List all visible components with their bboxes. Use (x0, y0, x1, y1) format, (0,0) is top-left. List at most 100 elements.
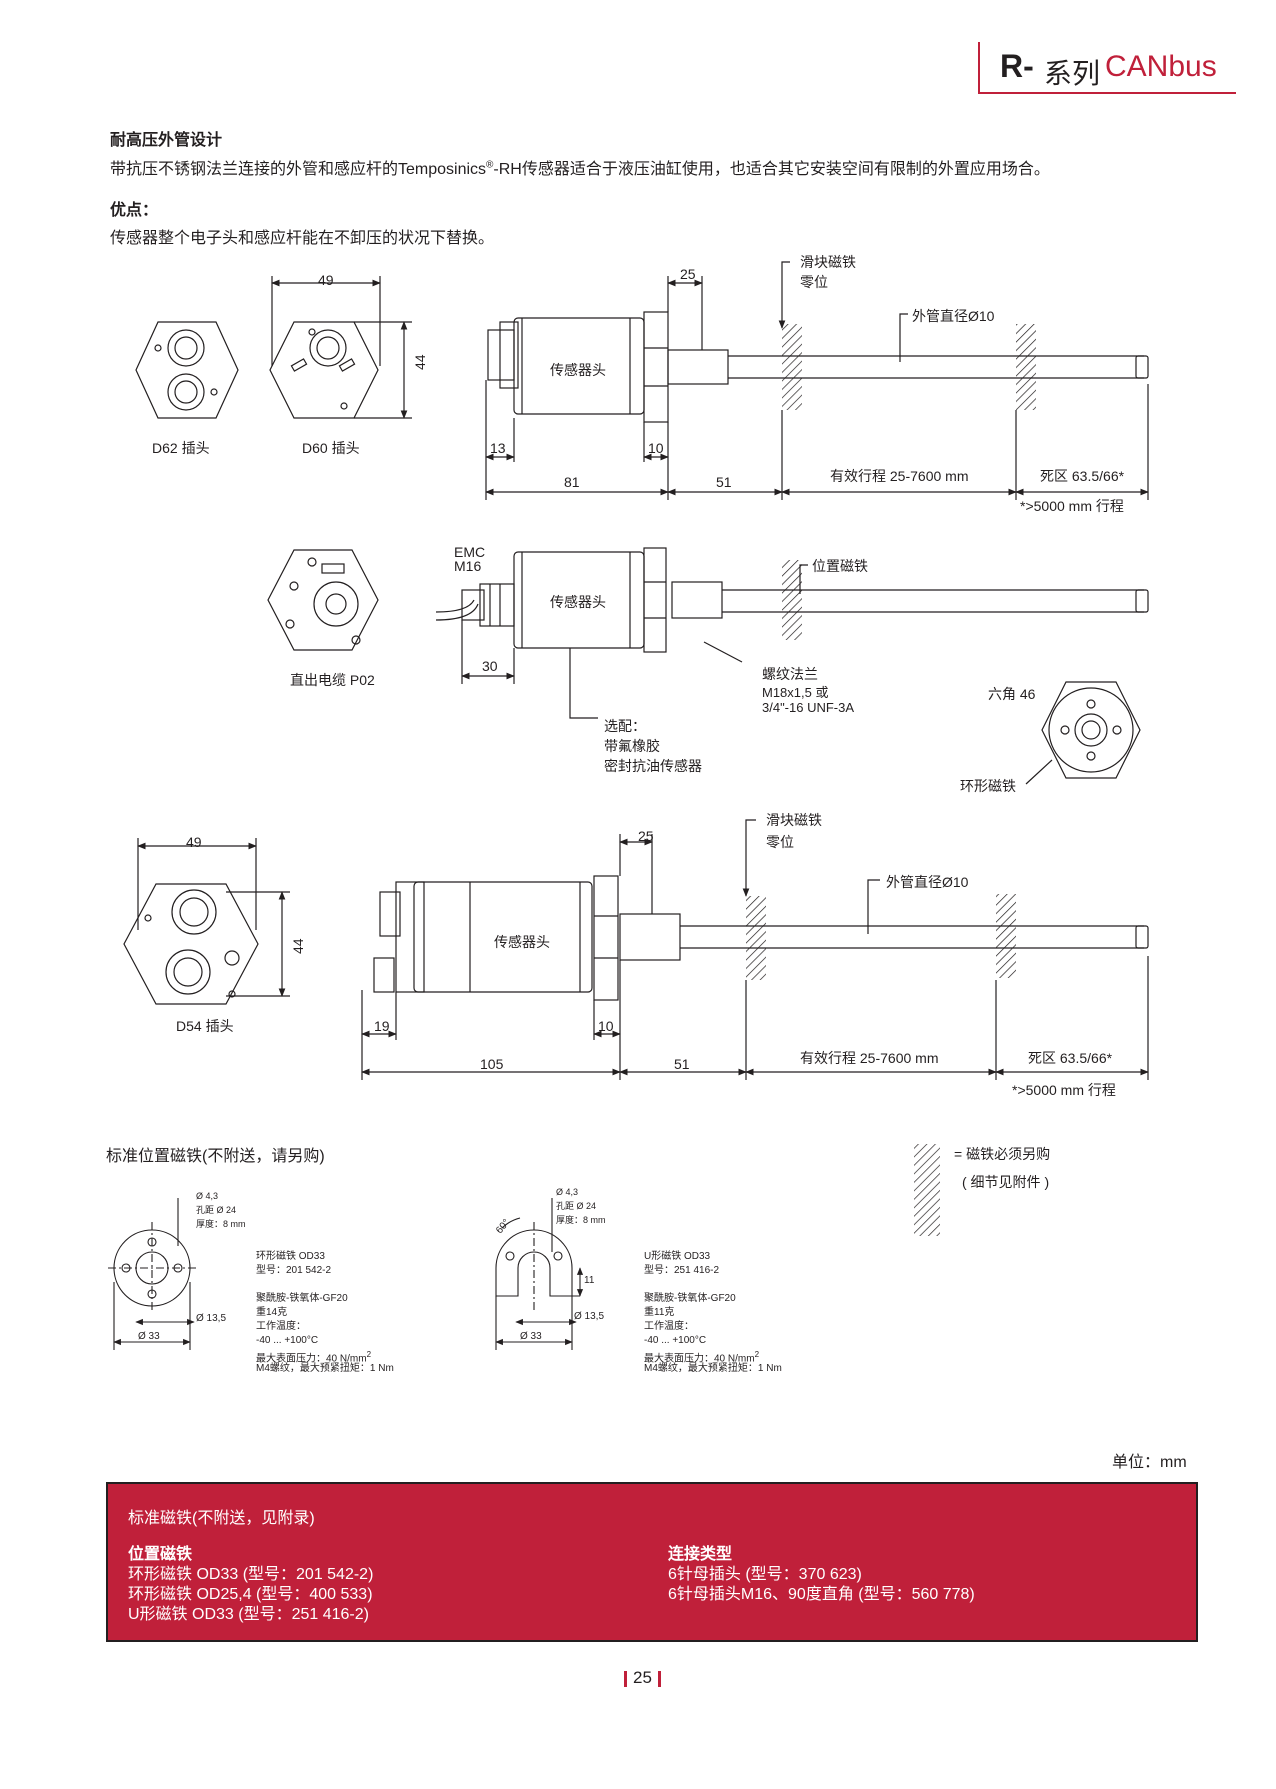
ring-thickness: 厚度：8 mm (196, 1219, 246, 1229)
u-spec-2: 型号：251 416-2 (644, 1265, 720, 1276)
u-outer-diameter: Ø 33 (520, 1331, 542, 1342)
u-pitch: 孔距 Ø 24 (556, 1201, 597, 1211)
ring-spec-4: 重14克 (256, 1307, 288, 1318)
ring-spec-1: 环形磁铁 OD33 (256, 1251, 325, 1262)
u-hole-diameter: Ø 4,3 (556, 1187, 579, 1197)
u-thickness: 厚度：8 mm (556, 1215, 606, 1225)
ring-spec-3: 聚酰胺-铁氧体-GF20 (256, 1293, 348, 1304)
flange-width-dim-3: 25 (638, 828, 654, 844)
dim-51-3: 51 (674, 1056, 690, 1072)
dim-30: 30 (482, 658, 498, 674)
d54-connector-drawing (123, 883, 259, 1005)
d60-connector-drawing (269, 321, 379, 419)
dim-81: 81 (564, 474, 580, 490)
section-desc-design: 带抗压不锈钢法兰连接的外管和感应杆的Temposinics®-RH传感器适合于液… (110, 159, 1050, 178)
ring-spec-7: 最大表面压力：40 N/mm2 (256, 1350, 372, 1365)
sensor-head-label-3: 传感器头 (494, 934, 550, 950)
stroke-note: *>5000 mm 行程 (1020, 498, 1124, 514)
hex-46-label: 六角 46 (988, 686, 1036, 702)
ring-magnet-od33-drawing (108, 1222, 196, 1312)
standard-magnets-box: 标准磁铁(不附送，见附录) 位置磁铁 环形磁铁 OD33 (型号：201 542… (106, 1482, 1198, 1642)
option-label-1: 选配： (604, 718, 646, 734)
ring-outer-diameter: Ø 33 (138, 1331, 160, 1342)
redbox-right-item: 6针母插头 (型号：370 623) (668, 1566, 862, 1583)
ring-hole-diameter: Ø 4,3 (196, 1191, 219, 1201)
std-magnets-title: 标准位置磁铁(不附送，请另购) (106, 1148, 325, 1165)
stroke-note-3: *>5000 mm 行程 (1012, 1082, 1116, 1098)
ring-spec-2: 型号：201 542-2 (256, 1265, 332, 1276)
dim-19: 19 (374, 1018, 390, 1034)
tube-diameter-label: 外管直径Ø10 (912, 308, 995, 324)
stroke-label-3: 有效行程 25-7600 mm (800, 1050, 939, 1066)
redbox-left-item: 环形磁铁 OD33 (型号：201 542-2) (128, 1566, 374, 1583)
d62-label: D62 插头 (152, 440, 210, 456)
redbox-right-item: 6针母插头M16、90度直角 (型号：560 778) (668, 1586, 975, 1603)
u-spec-6: -40 ... +100°C (644, 1335, 707, 1346)
hex-nut-ring-magnet-drawing (1041, 681, 1141, 779)
u-spec-5: 工作温度： (644, 1321, 694, 1332)
u-spec-1: U形磁铁 OD33 (644, 1251, 711, 1262)
header-canbus: CANbus (1105, 50, 1217, 83)
slider-magnet-label: 滑块磁铁 (800, 254, 856, 270)
redbox-right-title: 连接类型 (668, 1546, 733, 1563)
d60-label: D60 插头 (302, 440, 360, 456)
ring-pitch: 孔距 Ø 24 (196, 1205, 237, 1215)
u-dim-11: 11 (584, 1275, 595, 1286)
d54-width-dim: 49 (186, 834, 202, 850)
section-title-advantages: 优点： (110, 202, 159, 219)
u-spec-3: 聚酰胺-铁氧体-GF20 (644, 1293, 736, 1304)
ring-magnet-label: 环形磁铁 (960, 778, 1016, 794)
zero-position-label-3: 零位 (766, 834, 794, 850)
ring-spec-8: M4螺纹，最大预紧扭矩：1 Nm (256, 1363, 394, 1374)
flange-label-3: 3/4"-16 UNF-3A (762, 700, 855, 715)
tube-diameter-label-3: 外管直径Ø10 (886, 874, 969, 890)
redbox-title: 标准磁铁(不附送，见附录) (128, 1510, 315, 1527)
page-number: 25 (618, 1668, 667, 1688)
emc-label: EMC (454, 544, 486, 560)
option-label-2: 带氟橡胶 (604, 738, 660, 754)
dead-zone-label-3: 死区 63.5/66* (1028, 1050, 1113, 1066)
u-magnet-od33-drawing (495, 1217, 573, 1312)
section-title-design: 耐高压外管设计 (110, 132, 223, 149)
ring-spec-6: -40 ... +100°C (256, 1335, 319, 1346)
d54-height-dim: 44 (290, 938, 306, 954)
dim-13: 13 (490, 440, 506, 456)
m16-label: M16 (454, 558, 482, 574)
ring-spec-5: 工作温度： (256, 1321, 306, 1332)
unit-label: 单位：mm (1112, 1454, 1187, 1471)
dim-105: 105 (480, 1056, 504, 1072)
redbox-left-item: 环形磁铁 OD25,4 (型号：400 533) (128, 1586, 373, 1603)
slider-magnet-label-3: 滑块磁铁 (766, 812, 822, 828)
legend-buy-separately: = 磁铁必须另购 (954, 1146, 1051, 1162)
header-r: R- (1000, 48, 1034, 84)
flange-width-dim: 25 (680, 266, 696, 282)
position-magnet-label: 位置磁铁 (812, 558, 868, 574)
section-desc-advantages: 传感器整个电子头和感应杆能在不卸压的状况下替换。 (110, 230, 495, 247)
u-spec-8: M4螺纹，最大预紧扭矩：1 Nm (644, 1363, 782, 1374)
cable-p02-label: 直出电缆 P02 (290, 672, 375, 688)
flange-label-2: M18x1,5 或 (762, 685, 829, 700)
u-inner-diameter: Ø 13,5 (574, 1311, 605, 1322)
dead-zone-label: 死区 63.5/66* (1040, 468, 1125, 484)
d60-height-dim: 44 (412, 354, 428, 370)
header-series: 系列 (1044, 58, 1101, 89)
d60-width-dim: 49 (318, 272, 334, 288)
flange-label-1: 螺纹法兰 (762, 666, 818, 682)
redbox-left-item: U形磁铁 OD33 (型号：251 416-2) (128, 1606, 369, 1623)
header-frame (978, 42, 1236, 94)
dim-10: 10 (648, 440, 664, 456)
dim-10-3: 10 (598, 1018, 614, 1034)
u-spec-7: 最大表面压力：40 N/mm2 (644, 1350, 760, 1365)
legend-see-appendix: ( 细节见附件 ) (962, 1174, 1050, 1190)
redbox-left-title: 位置磁铁 (128, 1546, 193, 1563)
p02-cable-connector-drawing (267, 549, 379, 651)
d54-label: D54 插头 (176, 1018, 234, 1034)
zero-position-label: 零位 (800, 274, 828, 290)
stroke-label: 有效行程 25-7600 mm (830, 468, 969, 484)
u-spec-4: 重11克 (644, 1307, 675, 1318)
sensor-head-label: 传感器头 (550, 362, 606, 378)
dim-51: 51 (716, 474, 732, 490)
sensor-head-label-2: 传感器头 (550, 594, 606, 610)
d62-connector-drawing (135, 321, 239, 419)
